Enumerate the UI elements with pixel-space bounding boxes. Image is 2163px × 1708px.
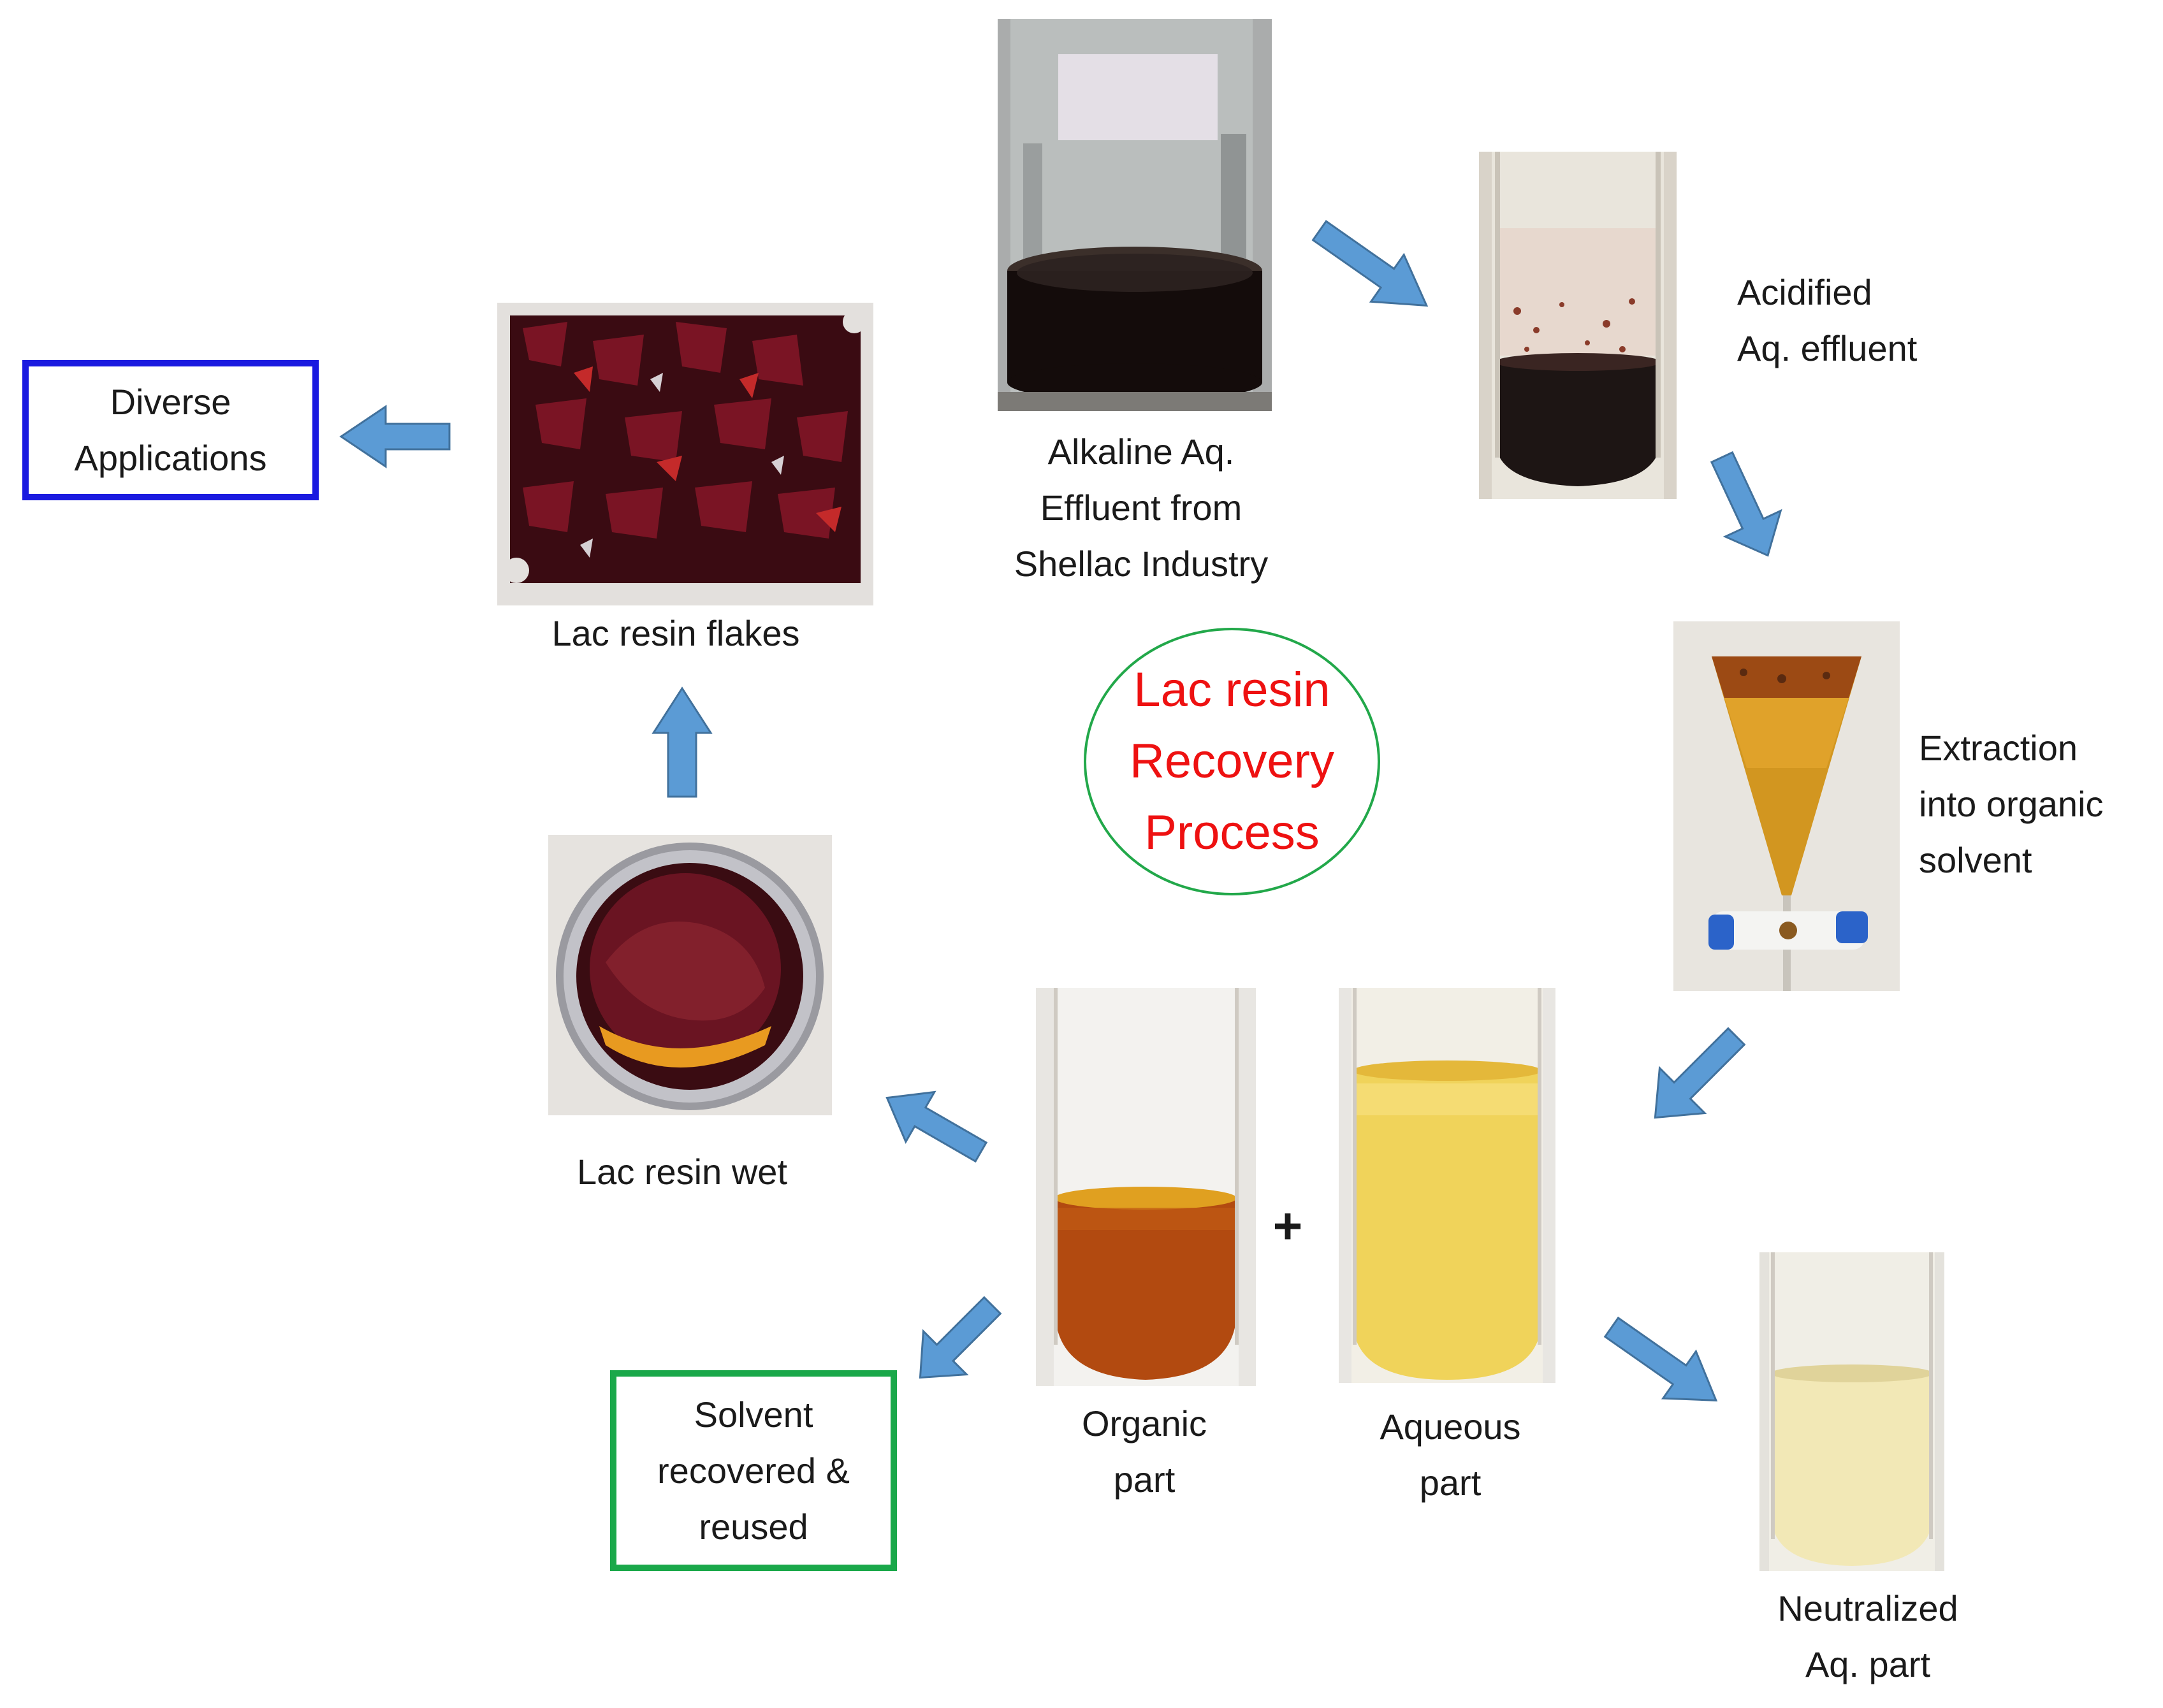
lac-resin-flakes-photo (497, 303, 873, 605)
acidified-effluent-line-2: Aq. effluent (1737, 328, 1918, 368)
solvent-recovered-box: Solvent recovered & reused (610, 1370, 897, 1571)
diverse-applications-text: Diverse Applications (75, 374, 267, 486)
neutralized-part-label: Neutralized Aq. part (1721, 1581, 2014, 1693)
diverse-applications-box: Diverse Applications (22, 360, 319, 500)
organic-part-line-2: part (1113, 1459, 1176, 1500)
center-title-line-3: Process (1144, 806, 1320, 860)
alkaline-effluent-line-1: Alkaline Aq. (1047, 431, 1235, 472)
solvent-recovered-line-3: reused (699, 1506, 808, 1547)
lac-resin-wet-label: Lac resin wet (577, 1152, 787, 1192)
neutralized-part-line-1: Neutralized (1777, 1588, 1958, 1628)
arrow-wet-to-flakes (652, 686, 713, 798)
alkaline-effluent-label: Alkaline Aq. Effluent from Shellac Indus… (969, 424, 1313, 592)
center-title-line-1: Lac resin (1133, 663, 1330, 717)
center-title-circle: Lac resin Recovery Process (1084, 628, 1380, 895)
arrow-organic-to-solvent (919, 1296, 1002, 1379)
organic-part-tube-photo (1036, 988, 1256, 1386)
extraction-label: Extraction into organic solvent (1919, 720, 2158, 888)
alkaline-effluent-line-2: Effluent from (1040, 488, 1242, 528)
solvent-recovered-line-2: recovered & (657, 1450, 850, 1491)
extraction-line-3: solvent (1919, 840, 2032, 880)
arrow-acidified-to-extraction (1710, 451, 1782, 557)
organic-part-label: Organic part (1039, 1396, 1249, 1508)
arrow-organic-to-wet (885, 1090, 988, 1163)
arrow-flakes-to-applications (339, 405, 451, 468)
lac-resin-flakes-label: Lac resin flakes (551, 613, 800, 653)
diverse-applications-line-2: Applications (74, 438, 267, 478)
extraction-line-2: into organic (1919, 784, 2104, 824)
acidified-effluent-line-1: Acidified (1737, 272, 1872, 312)
arrow-beaker-to-acidified (1311, 220, 1429, 307)
plus-sign: + (1272, 1198, 1303, 1254)
diverse-applications-line-1: Diverse (110, 382, 231, 422)
solvent-recovered-line-1: Solvent (694, 1394, 813, 1435)
extraction-line-1: Extraction (1919, 728, 2078, 768)
aqueous-part-line-1: Aqueous (1380, 1407, 1521, 1447)
alkaline-effluent-line-3: Shellac Industry (1014, 544, 1269, 584)
arrow-extraction-to-aqueous (1654, 1027, 1746, 1119)
separatory-funnel-photo (1673, 621, 1900, 991)
organic-part-line-1: Organic (1081, 1403, 1207, 1444)
solvent-recovered-text: Solvent recovered & reused (657, 1387, 850, 1555)
aqueous-part-line-2: part (1419, 1463, 1482, 1503)
lac-resin-wet-photo (548, 835, 832, 1115)
beaker-effluent-photo (998, 19, 1272, 411)
acidified-effluent-label: Acidified Aq. effluent (1737, 264, 1992, 377)
arrow-aqueous-to-neutralized (1603, 1316, 1718, 1401)
aqueous-part-label: Aqueous part (1345, 1399, 1555, 1511)
neutralized-tube-photo (1759, 1252, 1944, 1571)
neutralized-part-line-2: Aq. part (1805, 1644, 1931, 1684)
center-title: Lac resin Recovery Process (1130, 655, 1334, 869)
center-title-line-2: Recovery (1130, 734, 1334, 788)
acidified-tube-photo (1479, 152, 1677, 499)
aqueous-part-tube-photo (1339, 988, 1555, 1383)
